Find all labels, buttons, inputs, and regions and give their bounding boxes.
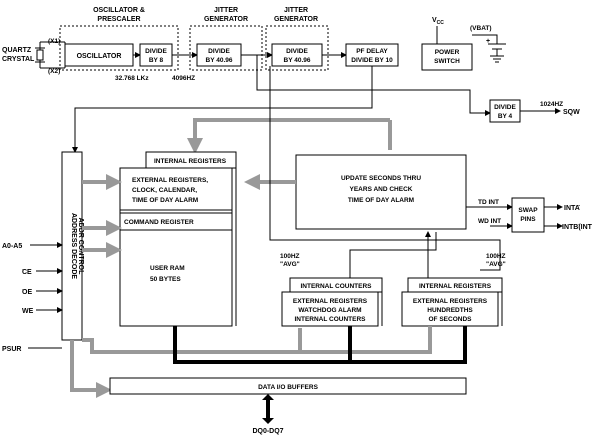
ext-reg-label-1: EXTERNAL REGISTERS,	[132, 177, 208, 184]
internal-registers-2-label: INTERNAL REGISTERS	[419, 283, 492, 290]
internal-registers-label: INTERNAL REGISTERS	[154, 158, 227, 165]
update-label-1: UPDATE SECONDS THRU	[341, 175, 421, 182]
crystal-label: CRYSTAL	[2, 56, 35, 63]
quartz-label: QUARTZ	[2, 47, 32, 54]
register-ram-block	[119, 167, 233, 327]
intb-label: INTB(INT	[562, 224, 593, 231]
update-seconds-block	[295, 154, 467, 230]
ext-reg-label-3: TIME OF DAY ALARM	[132, 197, 198, 204]
battery-plus: +	[486, 38, 490, 45]
jitter-gen-2-label: JITTER	[284, 7, 308, 14]
vbat-label: (VBAT)	[470, 25, 492, 32]
jitter-1-outline	[189, 25, 263, 71]
avg-label-a: "AVG"	[280, 261, 300, 268]
user-ram-size-label: 50 BYTES	[150, 276, 181, 283]
freq-osc-label: 32.768 LKz	[115, 75, 149, 82]
sqw-label: SQW	[563, 109, 580, 116]
divide-4096-2-label: DIVIDE	[286, 48, 308, 55]
psur-label: PSUR	[2, 346, 21, 353]
a0-a5-label: A0-A5	[2, 243, 22, 250]
vcc-label: VCC	[432, 17, 444, 26]
wd-int-label: WD INT	[478, 218, 501, 225]
update-label-2: YEARS AND CHECK	[350, 186, 413, 193]
divide8-label: DIVIDE	[145, 48, 167, 55]
internal-counters-label: INTERNAL COUNTERS	[300, 283, 372, 290]
address-decode-label: ADDRESS DECODE	[70, 213, 77, 279]
we-label: WE	[22, 308, 34, 315]
inta-label: INTA	[564, 205, 580, 212]
divide4-label: DIVIDE	[494, 104, 516, 111]
osc-group-outline	[59, 25, 179, 71]
jitter-2-outline	[265, 25, 329, 71]
divide-4096-2-label-2: BY 40.96	[284, 57, 311, 64]
jitter-gen-2-label-2: GENERATOR	[274, 16, 318, 23]
address-control-label: ADDR CONTROL	[77, 218, 84, 275]
hundredths-block	[401, 291, 499, 327]
jitter-gen-1-label: JITTER	[214, 7, 238, 14]
wd-label-1: EXTERNAL REGISTERS	[293, 298, 368, 305]
hs-label-3: OF SECONDS	[429, 316, 473, 323]
hz100-label-b: 100HZ	[486, 253, 506, 260]
update-label-3: TIME OF DAY ALARM	[348, 197, 414, 204]
power-switch-block	[421, 43, 473, 71]
ce-label: CE	[22, 269, 32, 276]
osc-group-label-2: PRESCALER	[97, 16, 140, 23]
crystal-symbol	[35, 46, 45, 64]
wd-label-2: WATCHDOG ALARM	[298, 307, 361, 314]
x2-label: (X2)	[48, 68, 60, 75]
osc-group-label: OSCILLATOR &	[93, 7, 145, 14]
swap-label-2: PINS	[520, 216, 536, 223]
data-io-label: DATA I/O BUFFERS	[258, 384, 318, 391]
avg-label-b: "AVG"	[486, 261, 506, 268]
freq-1024-label: 1024HZ	[540, 101, 563, 108]
td-int-label: TD INT	[478, 199, 499, 206]
command-register-label: COMMAND REGISTER	[124, 219, 194, 226]
user-ram-label: USER RAM	[150, 265, 185, 272]
divide4-label-2: BY 4	[498, 113, 513, 120]
power-switch-label-2: SWITCH	[434, 58, 460, 65]
oscillator-label: OSCILLATOR	[77, 53, 122, 60]
hs-label-1: EXTERNAL REGISTERS	[413, 298, 488, 305]
wd-label-3: INTERNAL COUNTERS	[294, 316, 366, 323]
oe-label: OE	[22, 289, 32, 296]
divide8-label-2: BY 8	[149, 57, 164, 64]
watchdog-block	[281, 291, 379, 327]
divide-4096-1-label-2: BY 40.96	[206, 57, 233, 64]
hz100-label-a: 100HZ	[280, 253, 300, 260]
swap-pins-block	[511, 197, 545, 233]
ext-reg-label-2: CLOCK, CALENDAR,	[132, 187, 197, 194]
power-switch-label: POWER	[435, 49, 460, 56]
pf-delay-label-2: DIVIDE BY 10	[351, 57, 393, 64]
freq-4096-label: 4096HZ	[172, 75, 195, 82]
data-io-buffers-block	[109, 377, 467, 395]
dq-label: DQ0-DQ7	[252, 428, 283, 435]
divide-4096-1-label: DIVIDE	[208, 48, 230, 55]
hs-label-2: HUNDREDTHS	[427, 307, 473, 314]
pf-delay-label: PF DELAY	[356, 48, 388, 55]
swap-label: SWAP	[518, 207, 538, 214]
jitter-gen-1-label-2: GENERATOR	[204, 16, 248, 23]
